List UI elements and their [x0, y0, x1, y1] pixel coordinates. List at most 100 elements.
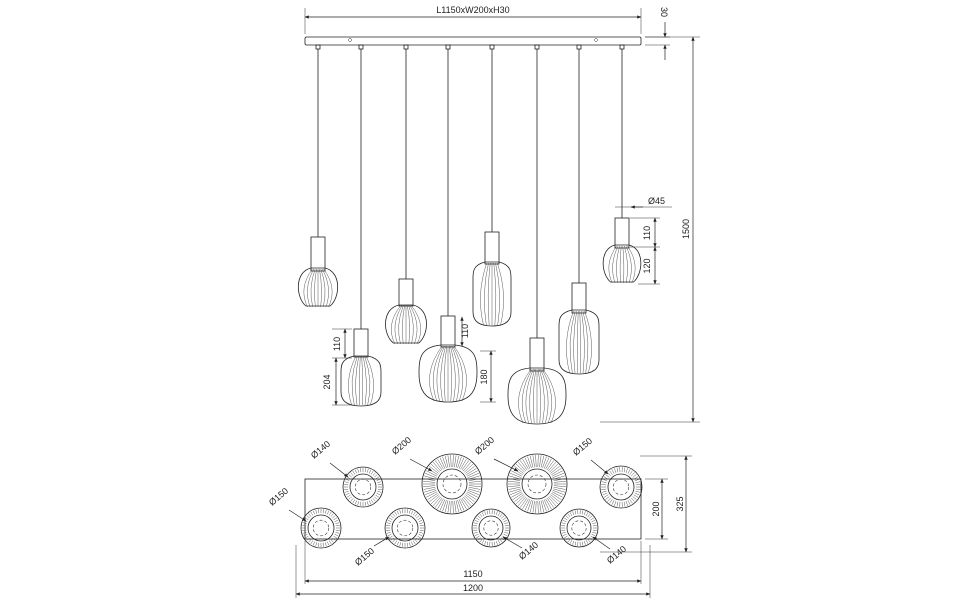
plan-disc-rib — [318, 509, 319, 513]
plan-disc-6 — [385, 508, 425, 548]
plan-disc-rib — [487, 542, 488, 546]
plan-disc-rib — [525, 458, 530, 469]
plan-disc-3 — [507, 454, 567, 514]
plan-disc-inner — [308, 515, 334, 541]
plan-disc-rib — [633, 474, 637, 477]
plan-disc-rib — [425, 490, 436, 494]
plan-disc-rib — [389, 518, 392, 520]
plan-disc-rib — [407, 543, 408, 547]
plan-disc-rib — [561, 530, 565, 531]
plan-disc-outer — [385, 508, 425, 548]
plan-disc-rib — [344, 484, 348, 485]
pendant-holder — [311, 237, 325, 271]
canopy-size-dimension: L1150xW200xH30 — [305, 5, 641, 34]
plan-disc-rib — [564, 536, 567, 538]
plan-disc-rib — [602, 482, 607, 483]
plan-disc-rib — [393, 514, 396, 517]
plan-disc-center — [443, 475, 461, 493]
plan-disc-rib — [302, 525, 306, 526]
plan-disc-rib — [347, 495, 350, 497]
plan-disc-rib — [402, 509, 403, 513]
center-shade-height-dimension: 180 — [479, 351, 496, 402]
plan-disc-rib — [609, 499, 612, 503]
plan-disc-rib — [588, 539, 590, 542]
left-shade-height-dimension: 204 — [322, 358, 352, 405]
plan-disc-rib — [592, 523, 596, 524]
plan-disc-rib — [304, 534, 308, 536]
plan-disc-rib — [614, 468, 616, 473]
plan-disc-rib — [386, 525, 390, 526]
plan-disc-rib — [371, 500, 373, 503]
plan-disc-rib — [358, 469, 359, 473]
plan-disc-rib — [415, 514, 418, 517]
plan-disc-rib — [634, 495, 638, 498]
plan-disc-rib — [334, 536, 337, 538]
plan-disc-rib — [614, 501, 616, 506]
plan-disc-rib — [592, 532, 596, 533]
plan-disc-rib — [349, 475, 352, 478]
plan-disc-rib — [416, 516, 419, 519]
plan-disc-rib — [448, 501, 450, 513]
plan-disc-rib — [345, 482, 349, 483]
plan-disc-rib — [365, 468, 366, 472]
plan-disc-rib — [345, 491, 349, 492]
pendant-group — [298, 45, 641, 424]
plan-disc-rib — [533, 455, 535, 467]
pendant-rib — [453, 346, 463, 401]
plan-disc-rib — [353, 500, 355, 503]
plan-disc-rib — [592, 520, 596, 522]
plan-disc-rib — [423, 486, 435, 487]
pendant-rib — [518, 369, 531, 423]
plan-disc-rib — [387, 532, 391, 533]
plan-disc-inner — [392, 515, 418, 541]
holder-diameter-dimension: Ø45 — [615, 196, 672, 207]
plan-disc-rib — [395, 512, 397, 515]
plan-disc-rib — [407, 509, 408, 513]
plan-disc-rib — [544, 499, 549, 510]
plan-disc-rib — [440, 458, 445, 469]
plan-disc-rib — [353, 471, 355, 474]
plan-disc-rib — [591, 518, 594, 520]
pendant-rib — [577, 311, 578, 373]
pendant-cord-clip — [359, 45, 363, 49]
small-shade-height-label: 120 — [642, 258, 652, 273]
plan-disc-center — [484, 521, 498, 535]
svg-text:Ø140: Ø140 — [605, 544, 628, 566]
plan-disc-rib — [418, 518, 421, 520]
pendant-rib — [484, 263, 488, 325]
plan-disc-rib — [593, 525, 597, 526]
plan-disc-rib — [459, 499, 464, 510]
plan-label-bottom-second: Ø150 — [353, 537, 389, 568]
plan-disc-rib — [586, 540, 588, 543]
pendant-3 — [385, 45, 426, 344]
plan-disc-rib — [309, 514, 312, 517]
total-length-label: 1200 — [463, 583, 483, 593]
plan-disc-rib — [411, 511, 413, 515]
plan-disc-rib — [325, 510, 326, 514]
plan-disc-rib — [604, 495, 608, 498]
plan-disc-rib — [607, 472, 610, 476]
plan-disc-rib — [624, 502, 625, 507]
pendant-rib — [429, 346, 442, 401]
plan-disc-rib — [311, 512, 313, 515]
plan-disc-rib — [387, 523, 391, 524]
plan-disc-rib — [617, 467, 618, 472]
plan-disc-rib — [327, 511, 329, 515]
pendant-cord-clip — [620, 45, 624, 49]
plan-disc-rib — [496, 511, 497, 515]
plan-disc-rib — [496, 541, 497, 545]
plan-disc-rib — [331, 539, 334, 542]
pendant-6 — [508, 45, 566, 424]
plan-disc-rib — [367, 469, 368, 473]
plan-disc-rib — [475, 520, 479, 522]
pendant-rib — [410, 306, 417, 344]
plan-disc-rib — [553, 473, 564, 477]
plan-disc-rib — [586, 512, 588, 515]
center-holder-height-dimension: 110 — [460, 317, 470, 346]
plan-disc-rib — [609, 471, 612, 475]
plan-disc-rib — [584, 511, 585, 515]
plan-disc-rib — [365, 502, 366, 506]
plan-disc-rib — [562, 532, 566, 533]
plan-disc-rib — [509, 489, 521, 492]
plan-disc-inner — [608, 474, 634, 500]
